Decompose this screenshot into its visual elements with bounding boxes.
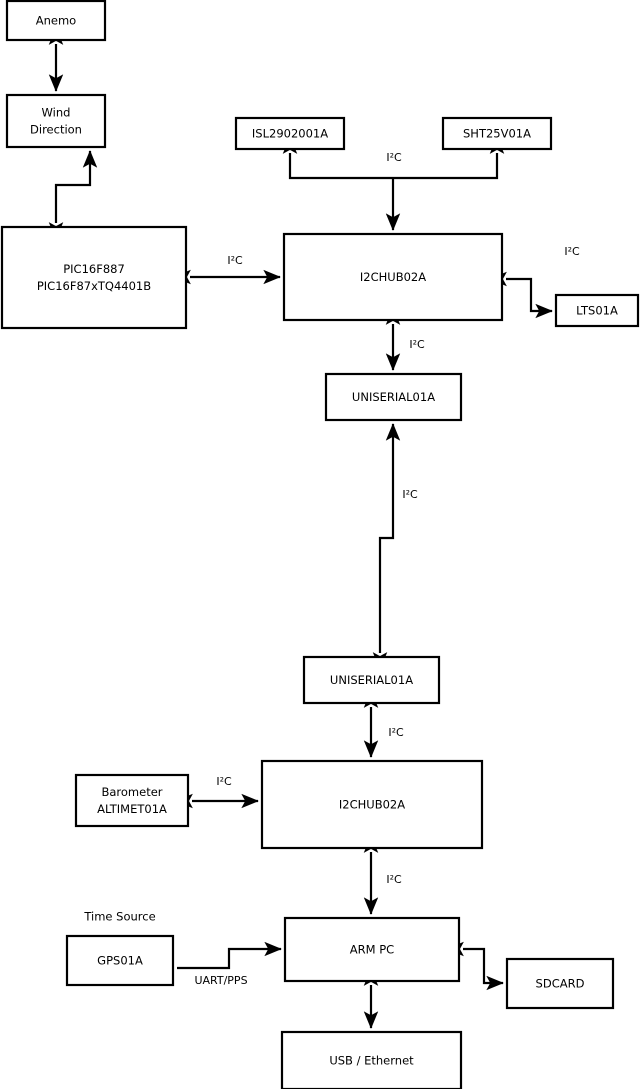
node-label: SHT25V01A: [463, 127, 531, 141]
node-box[interactable]: [5, 93, 107, 149]
node-label-line2: ALTIMET01A: [97, 802, 167, 816]
edge-barometer-hub: I²C: [175, 775, 259, 809]
node-label-line2: Direction: [30, 123, 82, 137]
node-usb_eth[interactable]: USB / Ethernet: [280, 1030, 463, 1089]
node-box[interactable]: [283, 916, 461, 983]
edge-hub_top-sensors: I²C: [385, 151, 402, 231]
edge-gps-arm_pc: UART/PPS: [177, 941, 282, 987]
node-uniserial_b[interactable]: UNISERIAL01A: [302, 655, 441, 705]
node-box[interactable]: [260, 759, 484, 850]
edge-uniserial-link: I²C: [372, 423, 418, 670]
edge-pic-hub_top: I²C: [173, 254, 281, 285]
edge-label: I²C: [227, 254, 243, 267]
node-box[interactable]: [302, 655, 441, 705]
node-isl[interactable]: ISL2902001A: [234, 116, 346, 151]
node-label: USB / Ethernet: [329, 1054, 414, 1068]
edge-layer: I²C I²C I²C I²C I²C I²C I²C I²C UART/PPS: [48, 27, 580, 1029]
node-hub_top[interactable]: I2CHUB02A: [282, 232, 504, 322]
node-hub_bottom[interactable]: I2CHUB02A: [260, 759, 484, 850]
node-label-line2: PIC16F87xTQ4401B: [37, 279, 151, 293]
connector-line: [393, 136, 505, 180]
node-label: ISL2902001A: [252, 127, 328, 141]
node-label: Anemo: [36, 14, 76, 28]
edge-label: I²C: [386, 151, 402, 164]
node-label: GPS01A: [97, 954, 143, 968]
edge-label: I²C: [564, 245, 580, 258]
node-box[interactable]: [441, 116, 553, 151]
edge-hub_top-isl: [282, 136, 393, 180]
node-lts[interactable]: LTS01A: [554, 293, 640, 328]
node-label: I2CHUB02A: [360, 270, 426, 284]
node-gps[interactable]: GPS01A: [65, 934, 175, 987]
node-sht[interactable]: SHT25V01A: [441, 116, 553, 151]
connector-line: [282, 136, 393, 180]
label-time_source: Time Source: [83, 910, 155, 924]
node-box[interactable]: [280, 1030, 463, 1089]
edge-arm_pc-sdcard: [446, 941, 504, 991]
edge-label: I²C: [216, 775, 232, 788]
node-box[interactable]: [324, 372, 463, 422]
node-label-line1: PIC16F887: [63, 262, 125, 276]
edge-label: I²C: [402, 488, 418, 501]
node-box[interactable]: [0, 225, 188, 330]
edge-label: UART/PPS: [194, 974, 247, 987]
node-box[interactable]: [505, 957, 615, 1010]
node-sdcard[interactable]: SDCARD: [505, 957, 615, 1010]
free-label-layer: Time Source: [83, 910, 155, 924]
node-label: ARM PC: [350, 943, 394, 957]
node-label: I2CHUB02A: [339, 798, 405, 812]
node-box[interactable]: [554, 293, 640, 328]
edge-hub_top-sht: [393, 136, 505, 180]
node-anemo[interactable]: Anemo: [5, 0, 107, 42]
node-label: UNISERIAL01A: [330, 673, 413, 687]
connector-line: [489, 271, 553, 319]
node-label: LTS01A: [576, 304, 618, 318]
node-box[interactable]: [65, 934, 175, 987]
edge-hub_top-uniserial: I²C: [385, 307, 425, 371]
node-box[interactable]: [282, 232, 504, 322]
connector-line: [446, 941, 504, 991]
node-label: SDCARD: [536, 977, 585, 991]
connector-line: [372, 423, 401, 670]
node-box[interactable]: [74, 773, 190, 828]
connector-line: [177, 941, 282, 970]
edge-label: I²C: [388, 726, 404, 739]
node-label-line1: Barometer: [101, 785, 162, 799]
edge-label: I²C: [409, 338, 425, 351]
node-label: UNISERIAL01A: [352, 390, 435, 404]
node-box[interactable]: [5, 0, 107, 42]
edge-uniserial-hub: I²C: [363, 690, 404, 758]
edge-hub_top-lts: I²C: [489, 245, 580, 319]
edge-pic-wind: [48, 150, 98, 240]
edge-label: I²C: [386, 873, 402, 886]
node-box[interactable]: [234, 116, 346, 151]
node-uniserial_a[interactable]: UNISERIAL01A: [324, 372, 463, 422]
node-label-line1: Wind: [42, 106, 71, 120]
edge-hub-arm_pc: I²C: [363, 835, 402, 915]
node-arm_pc[interactable]: ARM PC: [283, 916, 461, 983]
connector-line: [48, 150, 98, 240]
